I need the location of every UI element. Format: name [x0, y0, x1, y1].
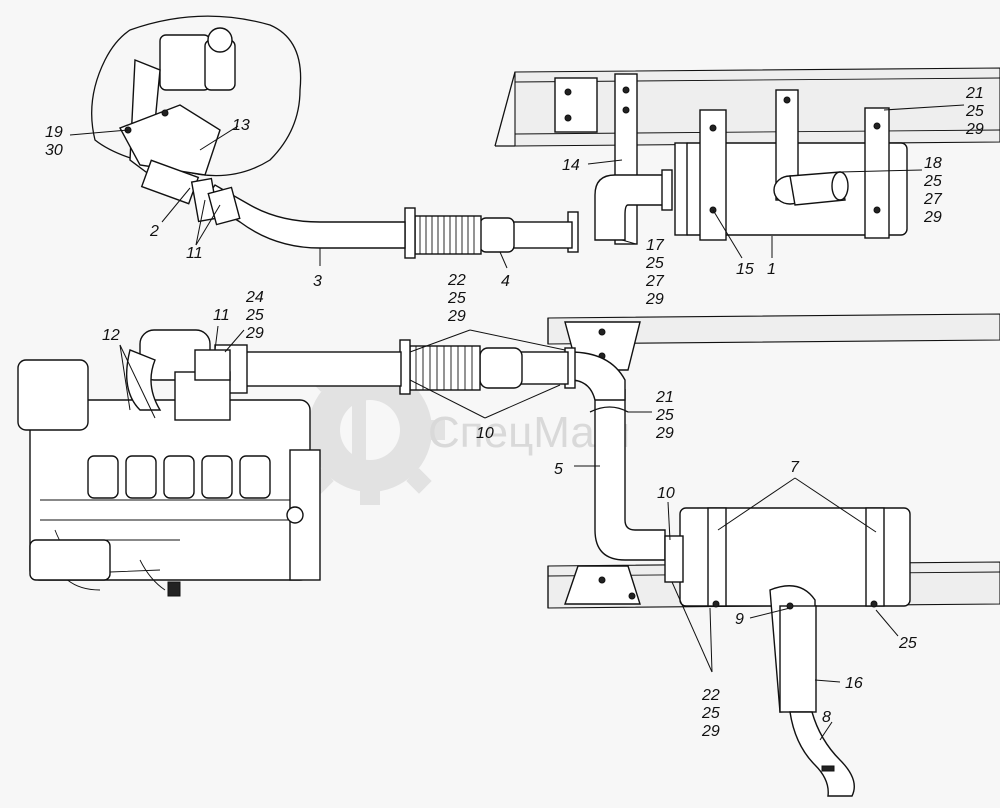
pipe-lower-run — [214, 339, 569, 395]
callout-3: 3 — [313, 273, 322, 290]
callout-2: 2 — [149, 223, 159, 240]
callout-21-25-29-lower: 21 25 29 — [655, 389, 678, 442]
muffler-1 — [674, 89, 908, 241]
callout-11-lower: 11 — [213, 307, 230, 324]
callout-11-upper: 11 — [186, 245, 203, 262]
tailpipe-16-8 — [769, 585, 855, 797]
callout-22-25-29-lower: 22 25 29 — [701, 687, 724, 740]
callout-5: 5 — [554, 461, 563, 478]
callout-21-25-29-upper: 21 25 29 — [965, 85, 988, 138]
callout-1: 1 — [767, 261, 776, 278]
callout-13: 13 — [232, 117, 250, 134]
leader-lines — [69, 104, 965, 741]
callout-7: 7 — [790, 459, 800, 476]
callout-9: 9 — [735, 611, 744, 628]
callout-17-25-27-29: 17 25 27 29 — [645, 237, 668, 308]
callout-12: 12 — [102, 327, 120, 344]
callout-15: 15 — [736, 261, 754, 278]
cross-bracket-lower — [564, 321, 641, 605]
callout-19-30: 19 30 — [45, 124, 67, 159]
callout-10-lower-right: 10 — [657, 485, 675, 502]
callout-8: 8 — [822, 709, 831, 726]
pipe-upper-run — [204, 169, 673, 259]
turbo-inset — [91, 15, 302, 226]
callout-18-25-27-29: 18 25 27 29 — [923, 155, 946, 226]
callout-14: 14 — [562, 157, 580, 174]
muffler-7 — [664, 507, 911, 608]
bellows-upper — [414, 215, 482, 255]
callout-24-25-29: 24 25 29 — [245, 289, 268, 342]
callout-16: 16 — [845, 675, 863, 692]
callout-4: 4 — [501, 273, 510, 290]
engine-block — [17, 329, 321, 597]
callout-22-25-29-upper: 22 25 29 — [447, 272, 470, 325]
pipe-5 — [564, 347, 666, 561]
callout-labels: 19 30 13 2 11 3 22 25 29 4 14 17 25 27 2… — [45, 85, 988, 740]
bellows-lower — [409, 345, 481, 391]
frame-rail-lower-top — [547, 313, 1000, 345]
callout-25: 25 — [898, 635, 917, 652]
callout-10-lower-left: 10 — [476, 425, 494, 442]
